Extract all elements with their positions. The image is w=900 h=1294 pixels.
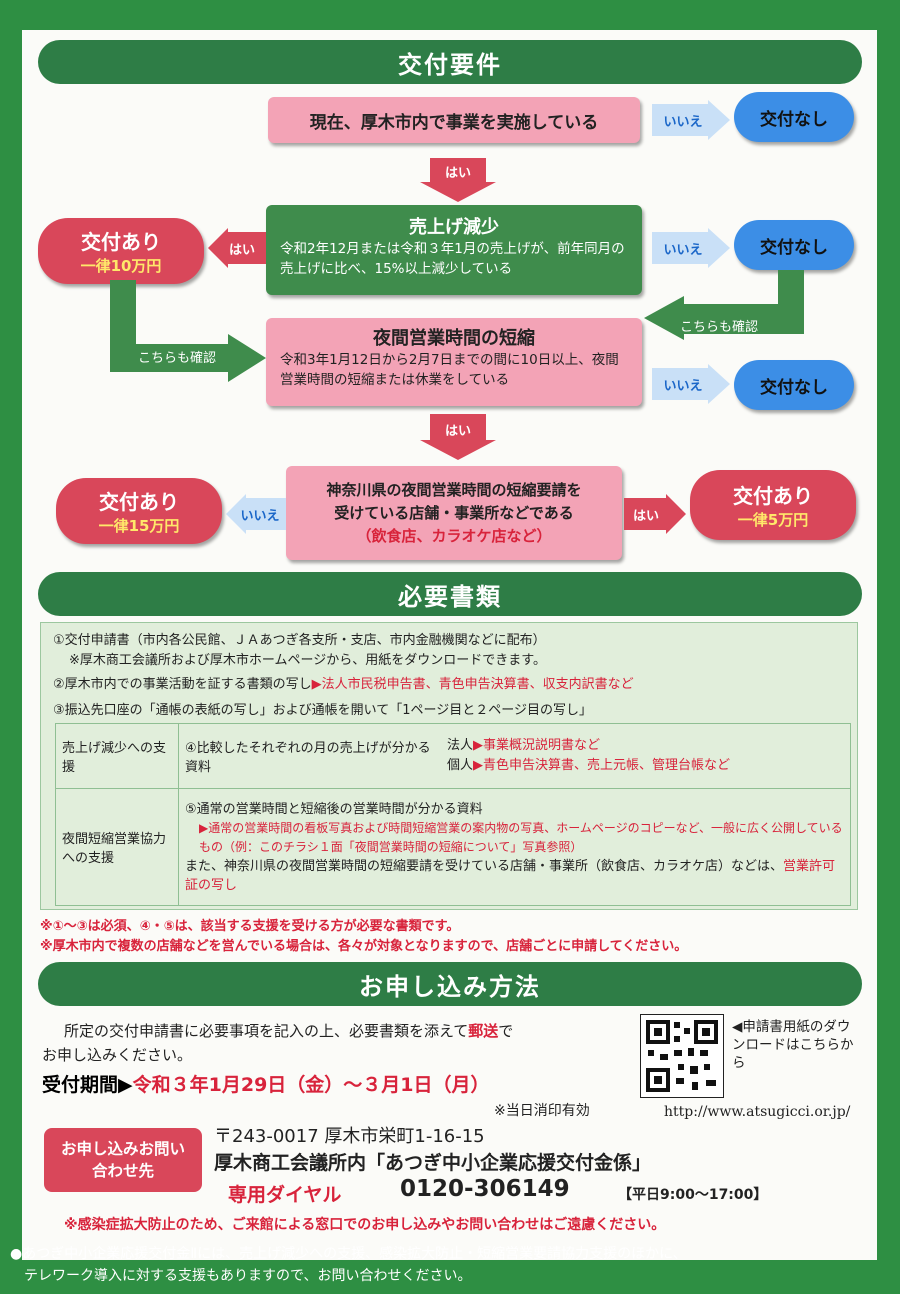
doc-item-2-red: ▶法人市民税申告書、青色申告決算書、収支内訳書など [311,677,634,692]
row2-extra: また、神奈川県の夜間営業時間の短縮要請を受けている店舗・事業所（飲食店、カラオケ… [185,857,844,895]
grant-amount-10: 一律10万円 [80,257,162,275]
question-business-in-atsugi: 現在、厚木市内で事業を実施している [268,97,640,143]
arrow-no-1 [652,100,730,140]
row1-label: 売上げ減少への支援 [55,723,179,789]
dial-label: 専用ダイヤル [228,1184,342,1206]
postmark-note: ※当日消印有効 [494,1103,590,1119]
doc-item-1: ①交付申請書（市内各公民館、ＪＡあつぎ各支所・支店、市内金融機関などに配布） [53,633,546,648]
period-value: 令和３年1月29日（金）〜３月1日（月） [132,1074,490,1096]
apply-text-1-red: 郵送 [468,1022,499,1040]
row2-red: ▶通常の営業時間の看板写真および時間短縮営業の案内物の写真、ホームページのコピー… [199,820,843,854]
reception-period: 受付期間▶令和３年1月29日（金）〜３月1日（月） [42,1070,490,1097]
arrow-no-2 [652,228,730,268]
row2-extra-text: また、神奈川県の夜間営業時間の短縮要請を受けている店舗・事業所（飲食店、カラオケ… [185,858,784,874]
qr-download-note: ◀申請書用紙のダウンロードはこちらから [732,1019,854,1071]
row1-ind: 個人▶青色申告決算書、売上元帳、管理台帳など [447,756,844,776]
grant-label-15: 交付あり [99,490,179,514]
table-row: 夜間短縮営業協力への支援 ⑤通常の営業時間と短縮後の営業時間が分かる資料 ▶通常… [55,788,851,906]
grant-label-10: 交付あり [81,230,161,254]
doc-item-2: ②厚木市内での事業活動を証する書類の写し▶法人市民税申告書、青色申告決算書、収支… [53,673,634,692]
grant-amount-15: 一律15万円 [98,517,180,535]
label-no-4: いいえ [240,508,280,524]
row1-corp-red: ▶事業概況説明書など [473,738,601,753]
grant-label-5: 交付あり [733,484,813,508]
row1-ind-label: 個人 [447,758,474,773]
night-hours-body: 令和3年1月12日から2月7日までの間に10日以上、夜間営業時間の短縮または休業… [280,352,619,388]
row2-desc: ⑤通常の営業時間と短縮後の営業時間が分かる資料 [185,801,483,817]
requirements-heading: 交付要件 [38,40,862,84]
dial-number[interactable]: 0120-306149 [400,1176,570,1202]
sales-decrease-title: 売上げ減少 [409,217,499,238]
question-kanagawa-request: 神奈川県の夜間営業時間の短縮要請を 受けている店舗・事業所などである （飲食店、… [286,466,622,560]
night-hours-title: 夜間営業時間の短縮 [373,328,535,349]
label-yes-4: はい [632,508,659,524]
result-grant-5man: 交付あり 一律5万円 [690,470,856,540]
row2-content: ⑤通常の営業時間と短縮後の営業時間が分かる資料 ▶通常の営業時間の看板写真および… [178,788,851,906]
kanagawa-line2: 受けている店舗・事業所などである [334,503,574,522]
dial-hours: 【平日9:00〜17:00】 [618,1187,768,1203]
grant-amount-5: 一律5万円 [737,511,809,529]
result-no-grant-3: 交付なし [734,360,854,410]
arrow-yes-left-2 [208,228,266,268]
doc-item-2-text: ②厚木市内での事業活動を証する書類の写し [53,677,312,692]
apply-text-2: お申し込みください。 [42,1046,193,1064]
kanagawa-line3: （飲食店、カラオケ店など） [356,526,552,545]
arrow-yes-down-1 [420,158,496,202]
arrow-no-3 [652,364,730,404]
row1-corp: 法人▶事業概況説明書など [447,736,844,756]
apply-text-1: 所定の交付申請書に必要事項を記入の上、必要書類を添えて郵送で [64,1020,513,1041]
contact-office: 厚木商工会議所内「あつぎ中小企業応援交付金係」 [214,1152,652,1174]
row1-types: 法人▶事業概況説明書など 個人▶青色申告決算書、売上元帳、管理台帳など [441,723,851,789]
contact-address: 〒243-0017 厚木市栄町1-16-15 [214,1126,485,1147]
apply-text-1-end: で [498,1022,514,1040]
label-no-1: いいえ [663,114,703,130]
table-row: 売上げ減少への支援 ④比較したそれぞれの月の売上げが分かる資料 法人▶事業概況説… [55,723,851,789]
footer-line-1: ●あつぎ中小企業応援交付金Ⅱには、売上げ減少への支援、感染拡大防止・短縮営業要請… [10,1246,687,1262]
result-grant-10man: 交付あり 一律10万円 [38,218,204,284]
documents-note-1: ※①〜③は必須、④・⑤は、該当する支援を受ける方が必要な書類です。 [40,919,460,934]
qr-code-icon[interactable] [640,1014,724,1098]
documents-box: ①交付申請書（市内各公民館、ＪＡあつぎ各支所・支店、市内金融機関などに配布） ※… [40,622,858,910]
website-url[interactable]: http://www.atsugicci.or.jp/ [664,1104,851,1120]
doc-item-1-note: ※厚木商工会議所および厚木市ホームページから、用紙をダウンロードできます。 [69,653,546,668]
contact-label: お申し込みお問い合わせ先 [44,1128,202,1192]
label-check-also-left: こちらも確認 [138,351,217,366]
doc-item-3: ③振込先口座の「通帳の表紙の写し」および通帳を開いて「1ページ目と２ページ目の写… [53,703,593,718]
label-yes-1: はい [444,165,471,181]
connector-check-also-left [110,280,266,382]
apply-text-1-main: 所定の交付申請書に必要事項を記入の上、必要書類を添えて [64,1022,469,1040]
question-night-hours-reduction: 夜間営業時間の短縮 令和3年1月12日から2月7日までの間に10日以上、夜間営業… [266,318,642,406]
row2-label: 夜間短縮営業協力への支援 [55,788,179,906]
period-label: 受付期間▶ [42,1074,133,1096]
arrow-yes-right-4 [624,494,686,534]
apply-heading: お申し込み方法 [38,962,862,1006]
result-no-grant-2: 交付なし [734,220,854,270]
label-yes-3: はい [444,423,471,439]
result-no-grant-1: 交付なし [734,92,854,142]
label-yes-2: はい [228,242,255,258]
row1-desc: ④比較したそれぞれの月の売上げが分かる資料 [178,723,441,789]
label-no-2: いいえ [663,242,703,258]
arrow-no-left-4 [226,494,286,534]
arrow-yes-down-3 [420,414,496,460]
support-documents-table: 売上げ減少への支援 ④比較したそれぞれの月の売上げが分かる資料 法人▶事業概況説… [55,723,851,906]
label-check-also-right: こちらも確認 [680,320,759,335]
result-grant-15man: 交付あり 一律15万円 [56,478,222,544]
label-no-3: いいえ [663,378,703,394]
kanagawa-line1: 神奈川県の夜間営業時間の短縮要請を [326,480,582,499]
connector-check-also-right [644,270,804,340]
documents-note-2: ※厚木市内で複数の店舗などを営んでいる場合は、各々が対象となりますので、店舗ごと… [40,939,688,954]
covid-warning: ※感染症拡大防止のため、ご来館による窓口でのお申し込みやお問い合わせはご遠慮くだ… [64,1217,666,1233]
row2-extra-red: 営業許可証の写し [185,858,836,893]
sales-decrease-body: 令和2年12月または令和３年1月の売上げが、前年同月の売上げに比べ、15%以上減… [280,241,625,277]
documents-heading: 必要書類 [38,572,862,616]
footer-line-2: テレワーク導入に対する支援もありますので、お問い合わせください。 [24,1268,472,1284]
row1-ind-red: ▶青色申告決算書、売上元帳、管理台帳など [473,758,731,773]
question-sales-decrease: 売上げ減少 令和2年12月または令和３年1月の売上げが、前年同月の売上げに比べ、… [266,205,642,295]
row1-corp-label: 法人 [447,738,474,753]
